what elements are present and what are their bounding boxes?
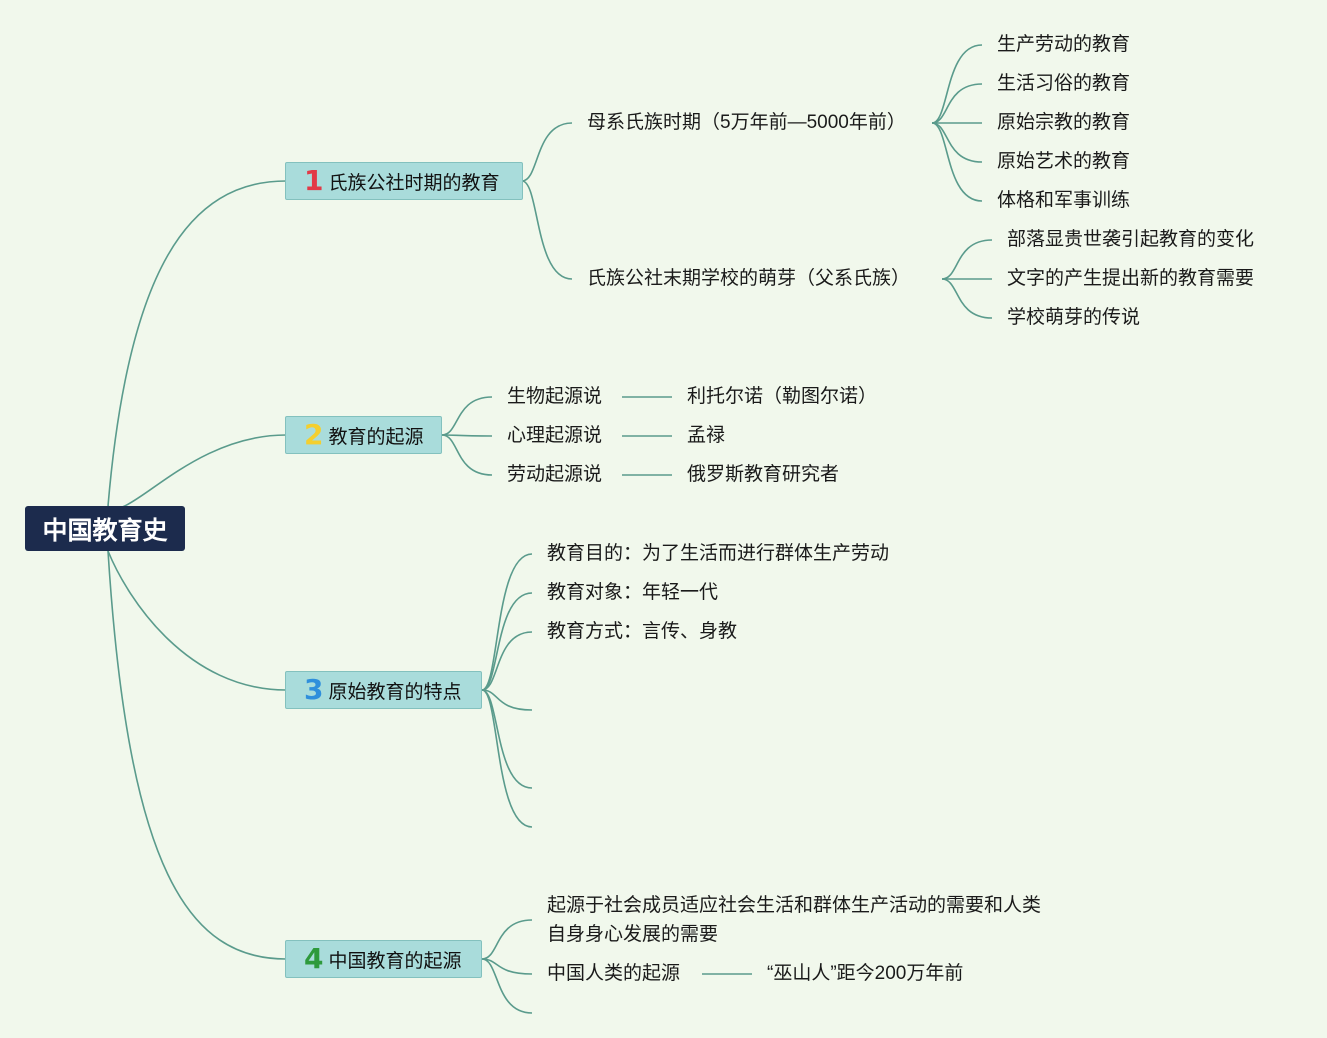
matrilineal-branch-1 <box>931 44 983 124</box>
topic3-branch-2 <box>481 592 533 691</box>
china-origin-item-1[interactable]: 起源于社会成员适应社会生活和群体生产活动的需要和人类自身身心发展的需要 <box>547 895 1042 945</box>
topic-number-3: 3 <box>304 673 324 706</box>
school-sprout-node[interactable]: 氏族公社末期学校的萌芽（父系氏族） <box>587 268 911 289</box>
matrilineal-period-node[interactable]: 母系氏族时期（5万年前—5000年前） <box>587 112 906 133</box>
origin-theory-2-detail[interactable]: 孟禄 <box>687 425 726 446</box>
matrilineal-item-4[interactable]: 原始艺术的教育 <box>997 151 1131 172</box>
topic4-branch-2 <box>481 958 533 975</box>
topic2-branch-3 <box>441 434 493 476</box>
topic3-branch-3 <box>481 631 533 691</box>
origin-theory-2[interactable]: 心理起源说 <box>507 425 603 446</box>
origin-theory-1-detail[interactable]: 利托尔诺（勒图尔诺） <box>687 386 878 407</box>
feature-item-1[interactable]: 教育目的：为了生活而进行群体生产劳动 <box>547 543 890 564</box>
origin-theory-1[interactable]: 生物起源说 <box>507 386 603 407</box>
matrilineal-item-2[interactable]: 生活习俗的教育 <box>997 73 1131 94</box>
school-sprout-branch-1 <box>941 239 993 280</box>
topic-1-node[interactable]: 1 氏族公社时期的教育 <box>285 162 523 200</box>
school-sprout-branch-3 <box>941 278 993 319</box>
root-to-topic-3 <box>107 550 287 691</box>
topic3-branch-1 <box>481 553 533 691</box>
topic4-branch-3 <box>481 958 533 1014</box>
topic3-branch-6 <box>481 689 533 828</box>
topic2-branch-2 <box>441 434 493 437</box>
school-sprout-item-1[interactable]: 部落显贵世袭引起教育的变化 <box>1007 229 1255 250</box>
feature-item-2[interactable]: 教育对象：年轻一代 <box>547 582 719 603</box>
origin-theory-3[interactable]: 劳动起源说 <box>507 464 603 485</box>
topic-number-4: 4 <box>304 942 324 975</box>
root-to-topic-4 <box>107 550 287 960</box>
matrilineal-branch-4 <box>931 122 983 163</box>
feature-item-3[interactable]: 教育方式：言传、身教 <box>547 621 738 642</box>
topic2-branch-1 <box>441 396 493 436</box>
topic1-branch-2 <box>521 180 573 280</box>
school-sprout-item-3[interactable]: 学校萌芽的传说 <box>1007 307 1141 328</box>
matrilineal-item-5[interactable]: 体格和军事训练 <box>997 190 1131 211</box>
matrilineal-item-3[interactable]: 原始宗教的教育 <box>997 112 1131 133</box>
root-to-topic-1 <box>107 180 287 507</box>
school-sprout-item-2[interactable]: 文字的产生提出新的教育需要 <box>1007 268 1255 289</box>
matrilineal-branch-2 <box>931 83 983 124</box>
china-origin-item-2-detail[interactable]: “巫山人”距今200万年前 <box>767 963 964 984</box>
topic-3-label: 原始教育的特点 <box>328 681 462 703</box>
matrilineal-item-1[interactable]: 生产劳动的教育 <box>997 34 1131 55</box>
topic-1-label: 氏族公社时期的教育 <box>328 172 500 194</box>
topic-4-node[interactable]: 4 中国教育的起源 <box>285 940 482 978</box>
root-label: 中国教育史 <box>42 516 168 545</box>
matrilineal-branch-5 <box>931 122 983 202</box>
china-origin-item-2[interactable]: 中国人类的起源 <box>547 963 681 984</box>
topic1-branch-1 <box>521 122 573 182</box>
topic3-branch-4 <box>481 689 533 711</box>
topic-4-label: 中国教育的起源 <box>328 950 462 972</box>
topic-number-2: 2 <box>304 418 324 451</box>
root-node[interactable]: 中国教育史 <box>25 506 185 551</box>
topic-3-node[interactable]: 3 原始教育的特点 <box>285 671 482 709</box>
topic-2-label: 教育的起源 <box>328 426 424 448</box>
origin-theory-3-detail[interactable]: 俄罗斯教育研究者 <box>687 464 840 485</box>
root-to-topic-2 <box>107 434 287 510</box>
topic-number-1: 1 <box>304 164 324 197</box>
topic4-branch-1 <box>481 919 533 960</box>
topic-2-node[interactable]: 2 教育的起源 <box>285 416 442 454</box>
